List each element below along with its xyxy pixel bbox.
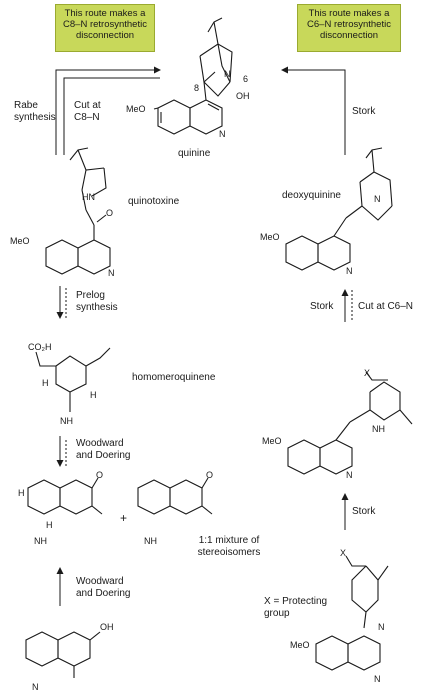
deoxyquinine-meo: MeO [260, 232, 280, 242]
decalone-right-o: O [206, 470, 213, 480]
imine-n: N [378, 622, 385, 632]
woodward-text-2: Woodward and Doering [76, 576, 131, 599]
decalone-left-nh: NH [34, 536, 47, 546]
cut-c6n-label: Cut at C6–N [358, 301, 414, 312]
piperidine-ring-n: N [346, 470, 353, 480]
piperidine-structure [287, 371, 413, 475]
imine-structure [315, 555, 389, 671]
quinotoxine-n: N [108, 268, 115, 278]
quinine-meo: MeO [126, 104, 146, 114]
quinine-n: N [224, 69, 231, 79]
woodward-text-1: Woodward and Doering [76, 438, 131, 461]
woodward-label-1: Woodward and Doering [76, 438, 142, 462]
plus-sign: + [120, 511, 127, 525]
deoxyquinine-structure [285, 147, 393, 271]
top-left-connector [55, 66, 161, 155]
decalone-left-h1: H [18, 488, 25, 498]
homomeroquinene-label: homomeroquinene [132, 372, 216, 383]
protecting-group-text: X = Protecting group [264, 596, 328, 619]
rabe-label: Rabe synthesis [14, 100, 56, 124]
deoxyquinine-label: deoxyquinine [282, 190, 341, 201]
cut-c8n-label: Cut at C8–N [74, 100, 118, 124]
piperidine-x: X [364, 368, 370, 378]
quinine-c8: 8 [194, 83, 199, 93]
quinine-oh: OH [236, 91, 250, 101]
isoquinolinol-n: N [32, 682, 39, 692]
stork-top-label: Stork [352, 106, 376, 117]
left-route-text: This route makes a C8–N retrosynthetic d… [63, 8, 147, 41]
deoxyquinine-ring-n: N [346, 266, 353, 276]
decalone-left-o: O [96, 470, 103, 480]
quinotoxine-structure [45, 147, 111, 275]
piperidine-meo: MeO [262, 436, 282, 446]
imine-ring-n: N [374, 674, 381, 684]
quinotoxine-o: O [106, 208, 113, 218]
right-route-box: This route makes a C6–N retrosynthetic d… [297, 4, 401, 52]
right-route-text: This route makes a C6–N retrosynthetic d… [307, 8, 391, 41]
deoxyquinine-n: N [374, 194, 381, 204]
quinotoxine-meo: MeO [10, 236, 30, 246]
isoquinolinol-oh: OH [100, 622, 114, 632]
decalone-left-h2: H [46, 520, 53, 530]
homomeroquinene-h2: H [90, 390, 97, 400]
mixture-text: 1:1 mixture of stereoisomers [197, 535, 261, 558]
decalone-right-structure [137, 477, 213, 515]
piperidine-nh: NH [372, 424, 385, 434]
decalone-right-nh: NH [144, 536, 157, 546]
homomeroquinene-co2h: CO₂H [28, 342, 52, 352]
prelog-label: Prelog synthesis [76, 290, 122, 314]
quinotoxine-label: quinotoxine [128, 196, 180, 207]
stork-mid-label: Stork [310, 301, 334, 312]
stork-bottom-label: Stork [352, 506, 376, 517]
mixture-label: 1:1 mixture of stereoisomers [184, 535, 274, 559]
decalone-left-structure [27, 477, 103, 515]
homomeroquinene-h1: H [42, 378, 49, 388]
left-route-box: This route makes a C8–N retrosynthetic d… [55, 4, 155, 52]
prelog-text: Prelog synthesis [76, 290, 118, 313]
imine-meo: MeO [290, 640, 310, 650]
protecting-group-label: X = Protecting group [264, 596, 344, 620]
quinine-label: quinine [178, 148, 211, 159]
isoquinolinol-structure [25, 631, 101, 678]
cut-c8n-text: Cut at C8–N [74, 100, 101, 123]
quinine-structure [153, 17, 233, 135]
homomeroquinene-nh: NH [60, 416, 73, 426]
rabe-text: Rabe synthesis [14, 100, 56, 123]
quinotoxine-hn: HN [82, 192, 95, 202]
homomeroquinene-structure [35, 347, 111, 412]
quinine-c6: 6 [243, 74, 248, 84]
top-right-connector [281, 66, 346, 155]
imine-x: X [340, 548, 346, 558]
quinine-ring-n: N [219, 129, 226, 139]
woodward-label-2: Woodward and Doering [76, 576, 142, 600]
